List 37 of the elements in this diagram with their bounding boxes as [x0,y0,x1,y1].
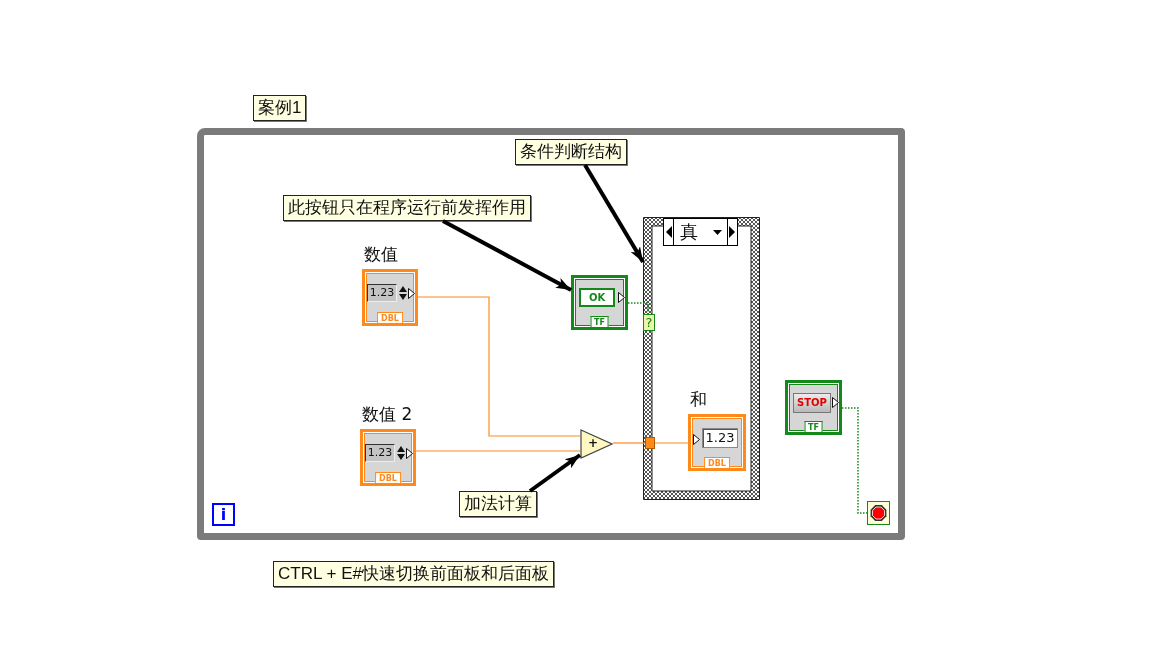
control-label: 数值 [364,244,398,264]
indicator-label: 和 [690,389,707,409]
comment-box: CTRL + E#快速切换前面板和后面板 [273,561,554,587]
ok-button: OK [579,288,615,307]
numeric-display: 1.23 [365,444,395,462]
stop-button: STOP [793,393,831,413]
boolean-control-terminal [785,380,842,435]
type-label: TF [590,316,609,327]
dotted-wire [841,407,868,514]
numeric-display: 1.23 [702,428,738,448]
arrow [583,163,645,264]
type-label: DBL [377,312,403,323]
while-loop [197,128,905,540]
boolean-control-terminal [571,275,628,330]
arrow [442,219,572,292]
type-label: DBL [704,457,730,468]
comment-box: 条件判断结构 [515,139,627,165]
tunnel [645,437,655,449]
type-label: DBL [375,472,401,483]
wire [415,450,581,452]
comment-box: 此按钮只在程序运行前发挥作用 [283,195,531,221]
dotted-wire [627,302,649,315]
add-function: + [580,429,613,459]
arrow [528,453,582,493]
case-selector: 真 [663,218,738,246]
wire [417,296,581,437]
numeric-display: 1.23 [367,284,397,302]
type-label: TF [804,421,823,432]
wire [612,442,646,444]
case-structure [643,217,760,500]
comment-box: 案例1 [253,95,307,121]
control-label: 数值 2 [362,404,413,424]
selector-terminal: ? [643,314,655,331]
stop-terminal-icon [867,501,890,525]
comment-box: 加法计算 [459,491,537,517]
wire [654,442,689,444]
iteration-terminal: i [212,503,235,526]
